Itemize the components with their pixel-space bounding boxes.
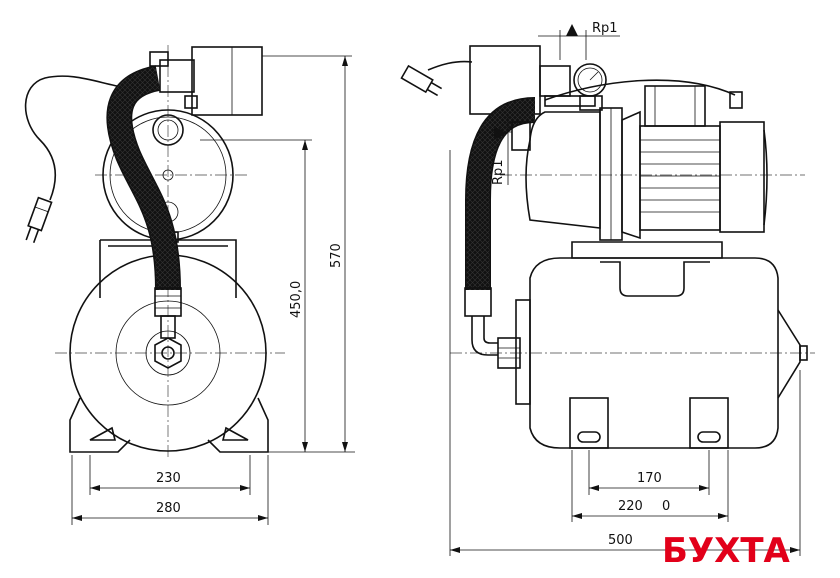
outlet-thread-label: Rp1 <box>592 21 618 36</box>
front-pressure-switch <box>149 46 263 116</box>
dim-total-length: 500 <box>608 533 633 548</box>
brand-logo: БУХТА <box>662 531 791 571</box>
dim-front-inner-width: 230 <box>156 471 181 486</box>
inlet-thread-label: Rp1 <box>491 159 506 185</box>
front-view: 230 280 450,0 570 <box>24 45 355 525</box>
side-tank <box>497 257 808 449</box>
side-motor <box>639 85 768 233</box>
side-view: Rp1 Rp1 170 220 0 500 <box>400 21 815 556</box>
dim-total-height: 570 <box>329 243 344 268</box>
side-pump-housing <box>525 107 641 241</box>
dim-tank-length: 220 <box>618 499 643 514</box>
triangle-right-icon <box>494 126 506 140</box>
side-feet <box>569 397 729 449</box>
triangle-up-icon <box>566 24 578 36</box>
side-saddle <box>571 241 723 297</box>
front-plug <box>25 196 53 243</box>
dim-front-outer-width: 280 <box>156 501 181 516</box>
dim-foot-spacing: 170 <box>637 471 662 486</box>
side-plug <box>400 64 443 97</box>
side-pressure-gauge <box>573 63 607 111</box>
dim-tank-length-suffix: 0 <box>662 499 670 514</box>
side-dimensions <box>449 150 801 556</box>
dim-outlet-height: 450,0 <box>289 281 304 318</box>
front-power-cable <box>24 75 151 201</box>
side-power-cable <box>427 60 473 71</box>
front-dimensions <box>71 55 355 525</box>
pump-stand <box>69 239 269 453</box>
